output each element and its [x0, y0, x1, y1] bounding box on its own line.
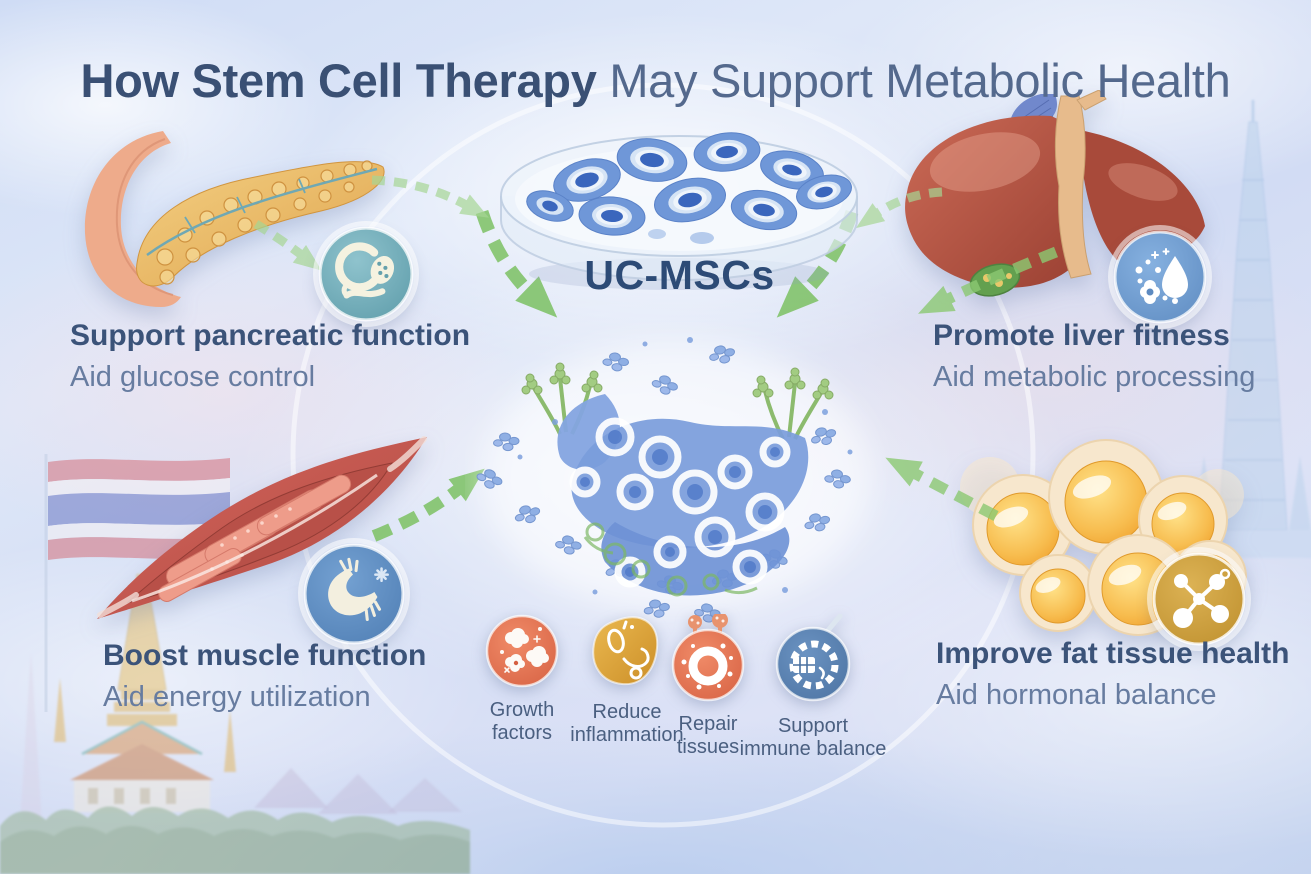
cell-rings: [569, 417, 791, 588]
liver-heading: Promote liver fitness: [933, 319, 1230, 352]
reduce-inflammation-icon: [592, 616, 659, 686]
benefit-reduce-inflammation: Reduce inflammation: [567, 614, 687, 747]
fat-subtext: Aid hormonal balance: [936, 679, 1217, 712]
pancreas-subtext: Aid glucose control: [70, 361, 316, 394]
benefit-growth-factors: Growth factors: [473, 614, 571, 745]
liver-illustration: [905, 90, 1205, 297]
page-title: How Stem Cell Therapy May Support Metabo…: [0, 53, 1311, 108]
liver-subtext: Aid metabolic processing: [933, 361, 1256, 394]
pancreas-heading: Support pancreatic function: [70, 319, 471, 352]
benefit-immune-balance: Support immune balance: [738, 613, 888, 761]
muscle-illustration: [97, 436, 427, 619]
muscle-heading: Boost muscle function: [103, 639, 427, 672]
immune-balance-icon: [775, 613, 851, 702]
growth-factors-icon: [485, 614, 559, 688]
hub-label: UC-MSCs: [584, 252, 775, 298]
fat-molecule-icon: [1152, 552, 1246, 646]
pancreas-text-block: Support pancreatic function Aid glucose …: [70, 319, 471, 394]
fat-text-block: Improve fat tissue health Aid hormonal b…: [936, 637, 1290, 712]
muscle-subtext: Aid energy utilization: [103, 681, 371, 714]
title-rest: May Support Metabolic Health: [609, 54, 1231, 108]
liver-text-block: Promote liver fitness Aid metabolic proc…: [933, 319, 1256, 394]
title-emphasis: How Stem Cell Therapy: [80, 54, 597, 108]
muscle-fiber-icon: [303, 543, 405, 645]
muscle-text-block: Boost muscle function Aid energy utiliza…: [103, 639, 427, 714]
benefit-label: Reduce inflammation: [570, 701, 684, 746]
thai-flag-background: [44, 454, 230, 712]
stem-cells-in-dish: [526, 132, 852, 244]
pancreas-cells-icon: [318, 226, 414, 322]
liver-detox-icon: [1113, 230, 1207, 324]
petri-dish-illustration: [500, 132, 858, 290]
benefit-label: Repair tissues: [676, 713, 740, 758]
fat-heading: Improve fat tissue health: [936, 637, 1290, 670]
benefit-label: Support immune balance: [739, 715, 887, 760]
repair-tissues-icon: [671, 612, 745, 702]
benefit-repair-tissues: Repair tissues: [659, 612, 757, 759]
thai-temple-background: [0, 574, 470, 874]
cell-cluster-illustration: [474, 337, 872, 625]
green-loops: [583, 522, 758, 597]
benefit-label: Growth factors: [489, 699, 555, 744]
